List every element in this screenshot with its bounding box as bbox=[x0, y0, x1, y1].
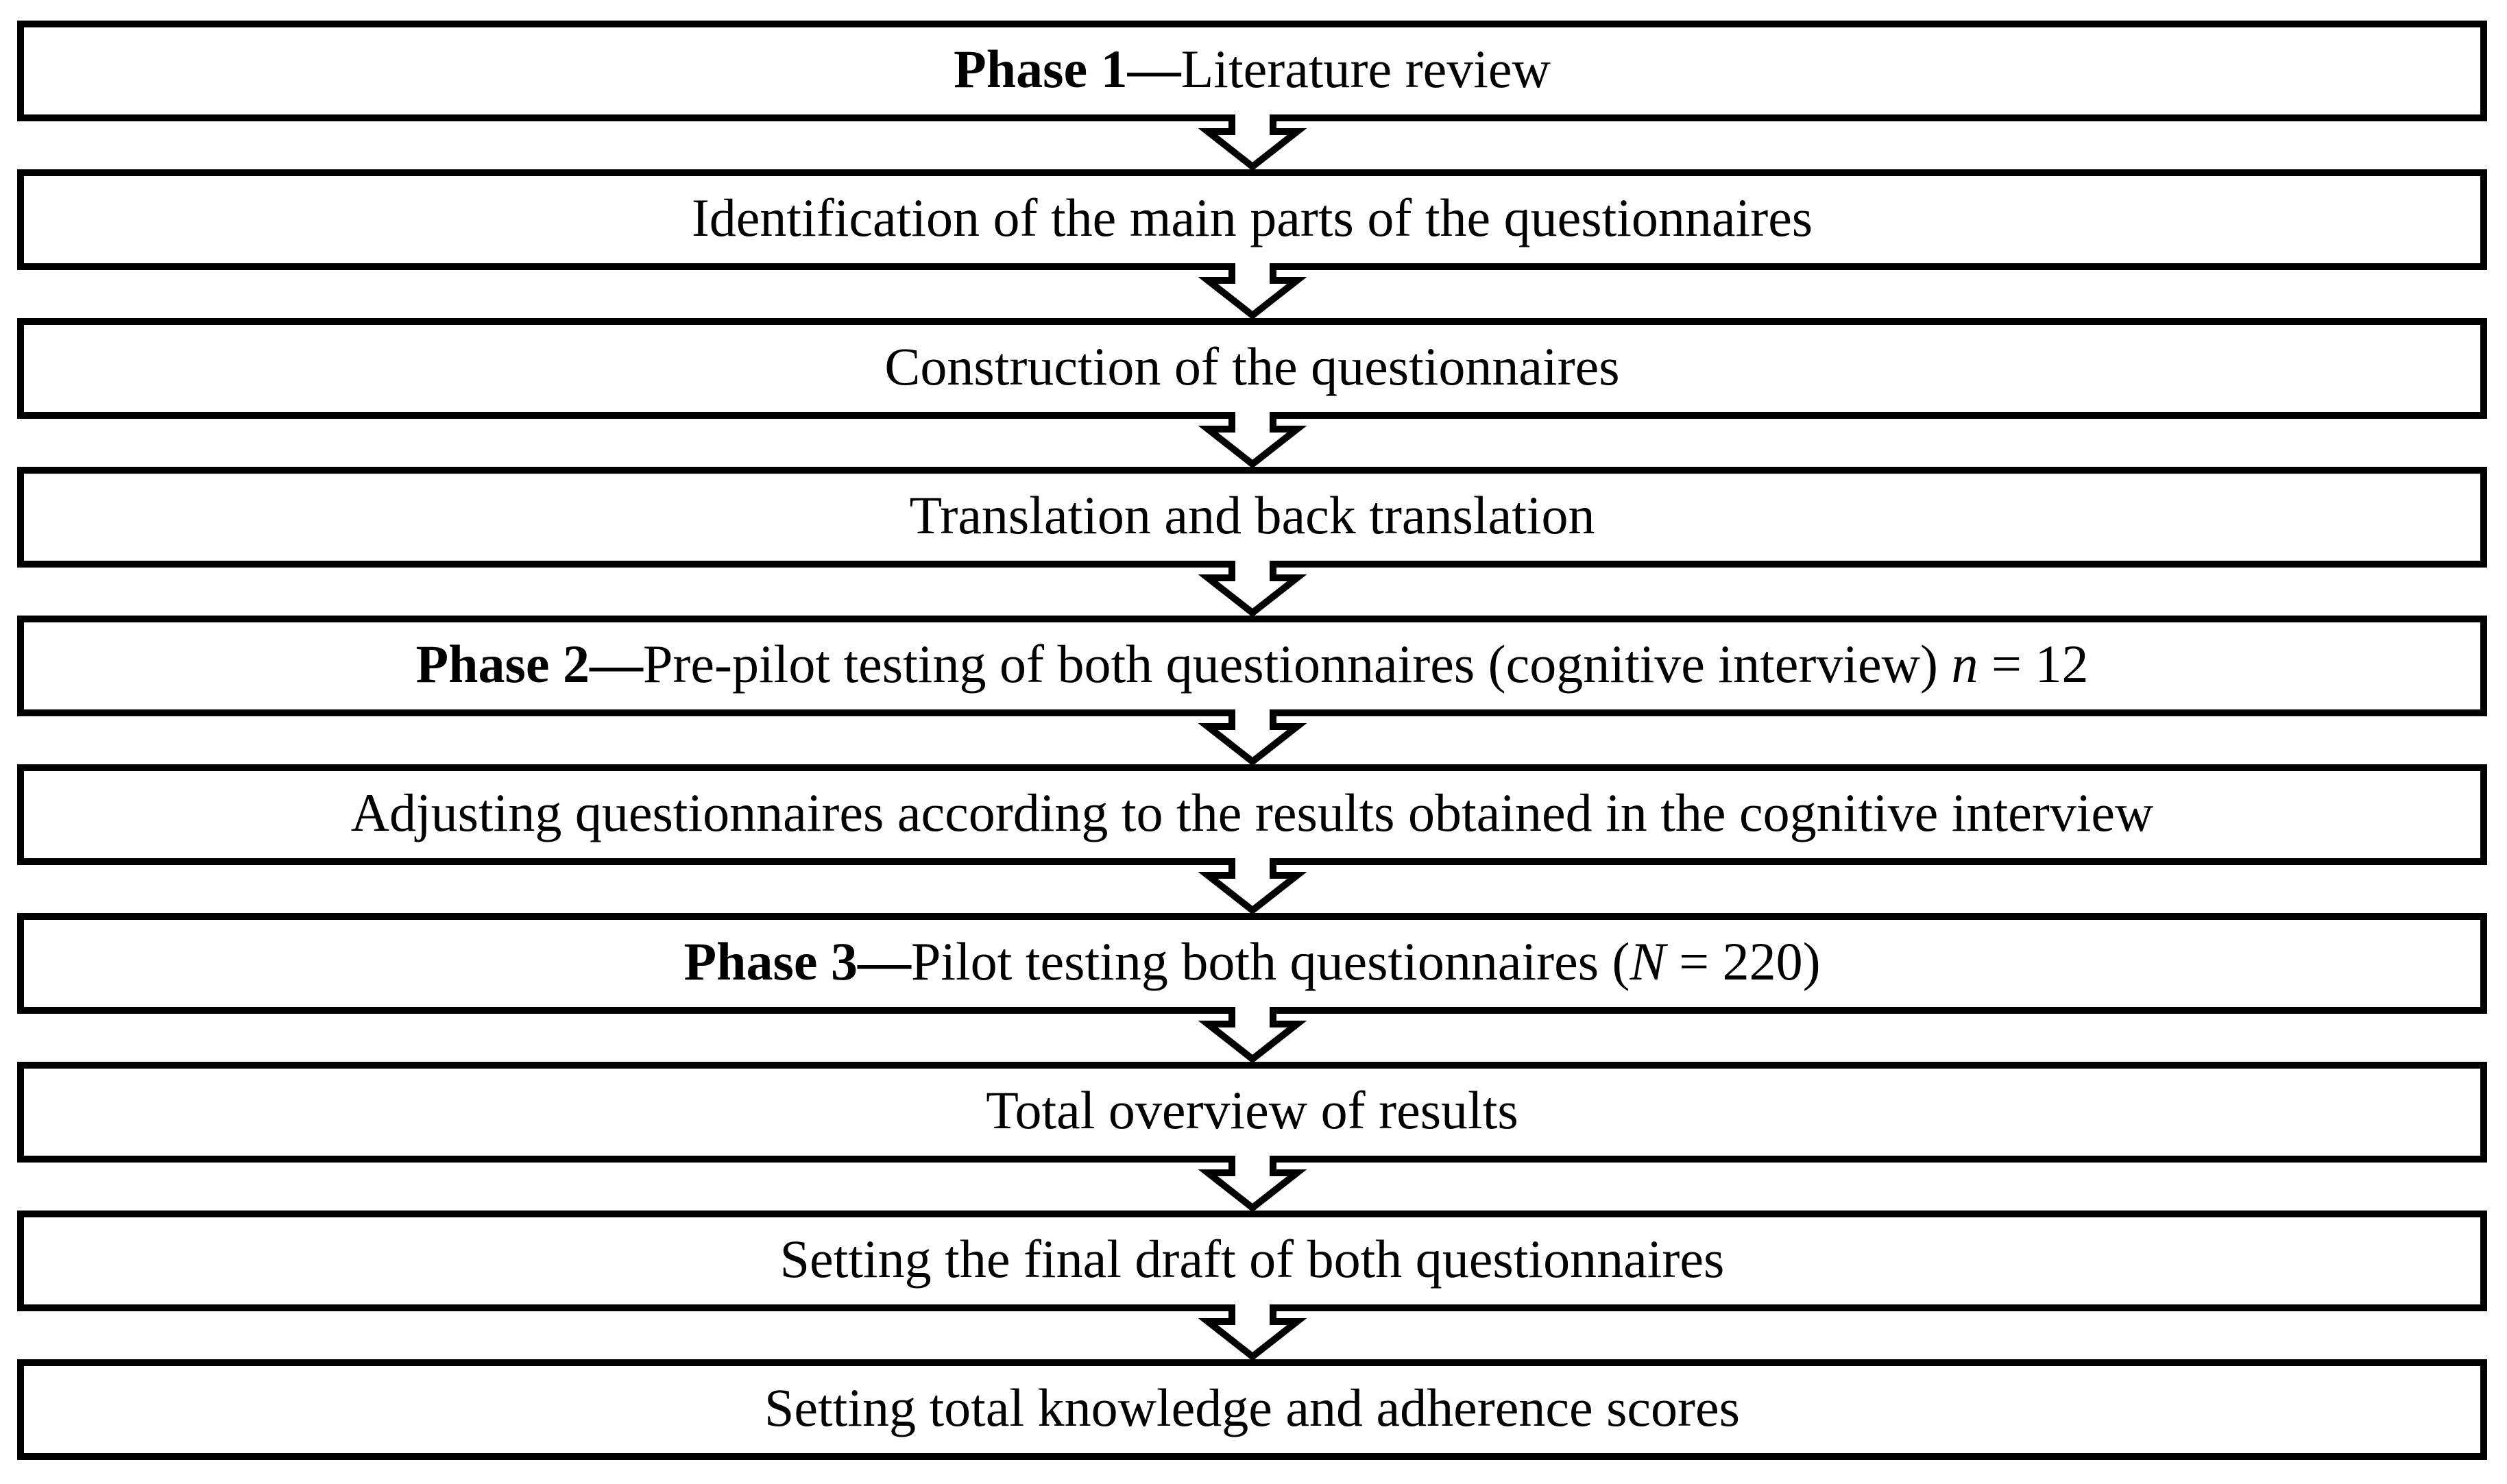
box-label-segment: Setting the final draft of both question… bbox=[779, 1228, 1725, 1289]
flow-box-6: Adjusting questionnaires according to th… bbox=[17, 764, 2487, 865]
box-label: Total overview of results bbox=[986, 1083, 1518, 1141]
box-label-segment: Adjusting questionnaires according to th… bbox=[350, 782, 2154, 842]
down-arrow-icon bbox=[1198, 412, 1307, 469]
flow-connector bbox=[17, 858, 2487, 915]
flowchart: Phase 1—Literature review Identification… bbox=[17, 21, 2487, 1460]
flow-box-2: Identification of the main parts of the … bbox=[17, 169, 2487, 270]
flow-connector bbox=[17, 263, 2487, 320]
flow-connector bbox=[17, 1156, 2487, 1213]
box-label-segment: Translation and back translation bbox=[909, 485, 1595, 545]
box-label-segment: Pilot testing both questionnaires ( bbox=[910, 931, 1630, 991]
down-arrow-icon bbox=[1198, 1156, 1307, 1213]
box-label: Setting total knowledge and adherence sc… bbox=[764, 1377, 1740, 1439]
box-label-segment: = 12 bbox=[1978, 633, 2089, 694]
flow-connector bbox=[17, 1007, 2487, 1064]
flow-box-1: Phase 1—Literature review bbox=[17, 21, 2487, 121]
box-label-segment: Construction of the questionnaires bbox=[884, 336, 1620, 396]
flow-connector bbox=[17, 1304, 2487, 1361]
box-label: Setting the final draft of both question… bbox=[780, 1232, 1725, 1290]
flow-connector bbox=[17, 412, 2487, 469]
box-label-segment: Phase 2— bbox=[415, 633, 644, 694]
box-label: Phase 2—Pre-pilot testing of both questi… bbox=[416, 637, 2089, 695]
down-arrow-icon bbox=[1198, 114, 1307, 171]
box-label: Adjusting questionnaires according to th… bbox=[351, 786, 2154, 844]
down-arrow-icon bbox=[1198, 263, 1307, 320]
flow-connector bbox=[17, 114, 2487, 171]
box-label-segment: Identification of the main parts of the … bbox=[691, 187, 1813, 247]
box-label: Translation and back translation bbox=[909, 488, 1595, 546]
flow-box-9: Setting the final draft of both question… bbox=[17, 1211, 2487, 1311]
box-label-segment: Literature review bbox=[1180, 38, 1551, 99]
flow-box-10: Setting total knowledge and adherence sc… bbox=[17, 1359, 2487, 1460]
box-label: Identification of the main parts of the … bbox=[692, 191, 1813, 249]
box-label-segment: Phase 3— bbox=[683, 931, 911, 991]
flow-box-7: Phase 3—Pilot testing both questionnaire… bbox=[17, 913, 2487, 1014]
box-label: Phase 1—Literature review bbox=[954, 42, 1551, 100]
down-arrow-icon bbox=[1198, 561, 1307, 618]
flow-box-5: Phase 2—Pre-pilot testing of both questi… bbox=[17, 616, 2487, 716]
box-label: Phase 3—Pilot testing both questionnaire… bbox=[683, 931, 1821, 993]
box-label-segment: Pre-pilot testing of both questionnaires… bbox=[643, 633, 1952, 694]
box-label-segment: = 220) bbox=[1665, 931, 1821, 991]
down-arrow-icon bbox=[1198, 1007, 1307, 1064]
down-arrow-icon bbox=[1198, 858, 1307, 915]
box-label-segment: n bbox=[1951, 633, 1978, 694]
down-arrow-icon bbox=[1198, 709, 1307, 766]
flow-connector bbox=[17, 561, 2487, 618]
flow-box-4: Translation and back translation bbox=[17, 467, 2487, 568]
box-label: Construction of the questionnaires bbox=[884, 336, 1620, 398]
box-label-segment: Phase 1— bbox=[954, 38, 1181, 99]
flow-box-3: Construction of the questionnaires bbox=[17, 318, 2487, 419]
flow-connector bbox=[17, 709, 2487, 766]
box-label-segment: Setting total knowledge and adherence sc… bbox=[764, 1377, 1740, 1437]
down-arrow-icon bbox=[1198, 1304, 1307, 1361]
flow-box-8: Total overview of results bbox=[17, 1062, 2487, 1163]
box-label-segment: Total overview of results bbox=[986, 1080, 1518, 1140]
box-label-segment: N bbox=[1630, 931, 1666, 991]
